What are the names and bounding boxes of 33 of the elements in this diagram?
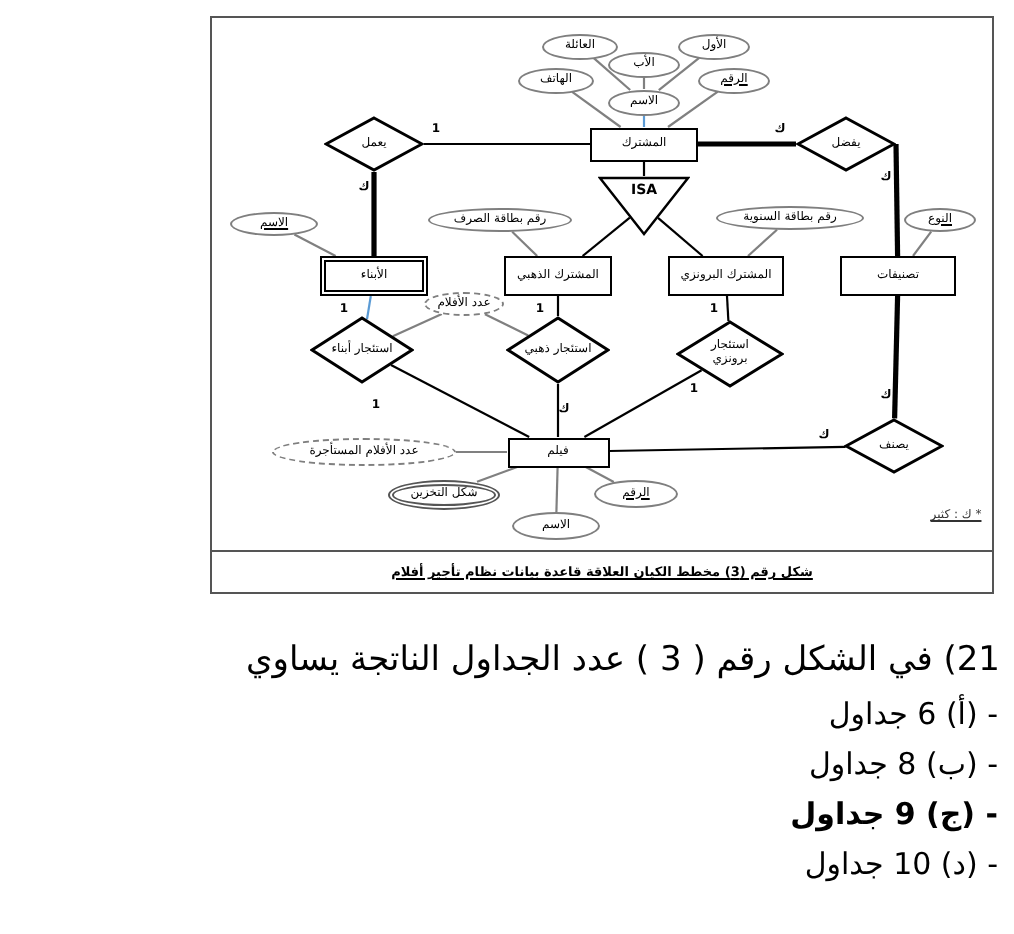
answer-option: - (ب) 8 جداول [808, 740, 1000, 790]
connector-line [667, 90, 719, 128]
connector-line [593, 57, 631, 91]
answer-option: - (ج) 9 جداول [790, 790, 1000, 840]
answer-option: - (أ) 6 جداول [828, 690, 1000, 740]
connector-line [912, 230, 933, 257]
connector-line [365, 295, 372, 320]
connector-line [424, 142, 590, 146]
connector-line [657, 216, 704, 257]
connector-line [725, 295, 730, 322]
connector-line [484, 313, 529, 337]
connector-line [555, 466, 559, 513]
connector-line [893, 141, 901, 257]
connector-line [581, 216, 631, 257]
question-text: 21) في الشكل رقم ( 3 ) عدد الجداول الناتجة يساوي [245, 638, 1000, 684]
connector-line [583, 369, 703, 438]
connector-line [293, 233, 337, 257]
connector-line [658, 56, 700, 92]
connector-line [585, 466, 615, 483]
connector-line [371, 172, 377, 256]
connector-line [556, 384, 560, 437]
connector-line [511, 231, 538, 257]
connector-line [456, 450, 507, 454]
connector-line [609, 445, 846, 453]
connector-line [571, 90, 622, 128]
connector-line [476, 465, 518, 483]
connector-line [892, 295, 901, 419]
answer-option: - (د) 10 جداول [804, 840, 1000, 890]
connector-line [698, 141, 796, 147]
connector-line [392, 313, 443, 338]
connector-line [747, 229, 778, 257]
connector-line [556, 296, 560, 316]
connector-line [390, 364, 530, 438]
